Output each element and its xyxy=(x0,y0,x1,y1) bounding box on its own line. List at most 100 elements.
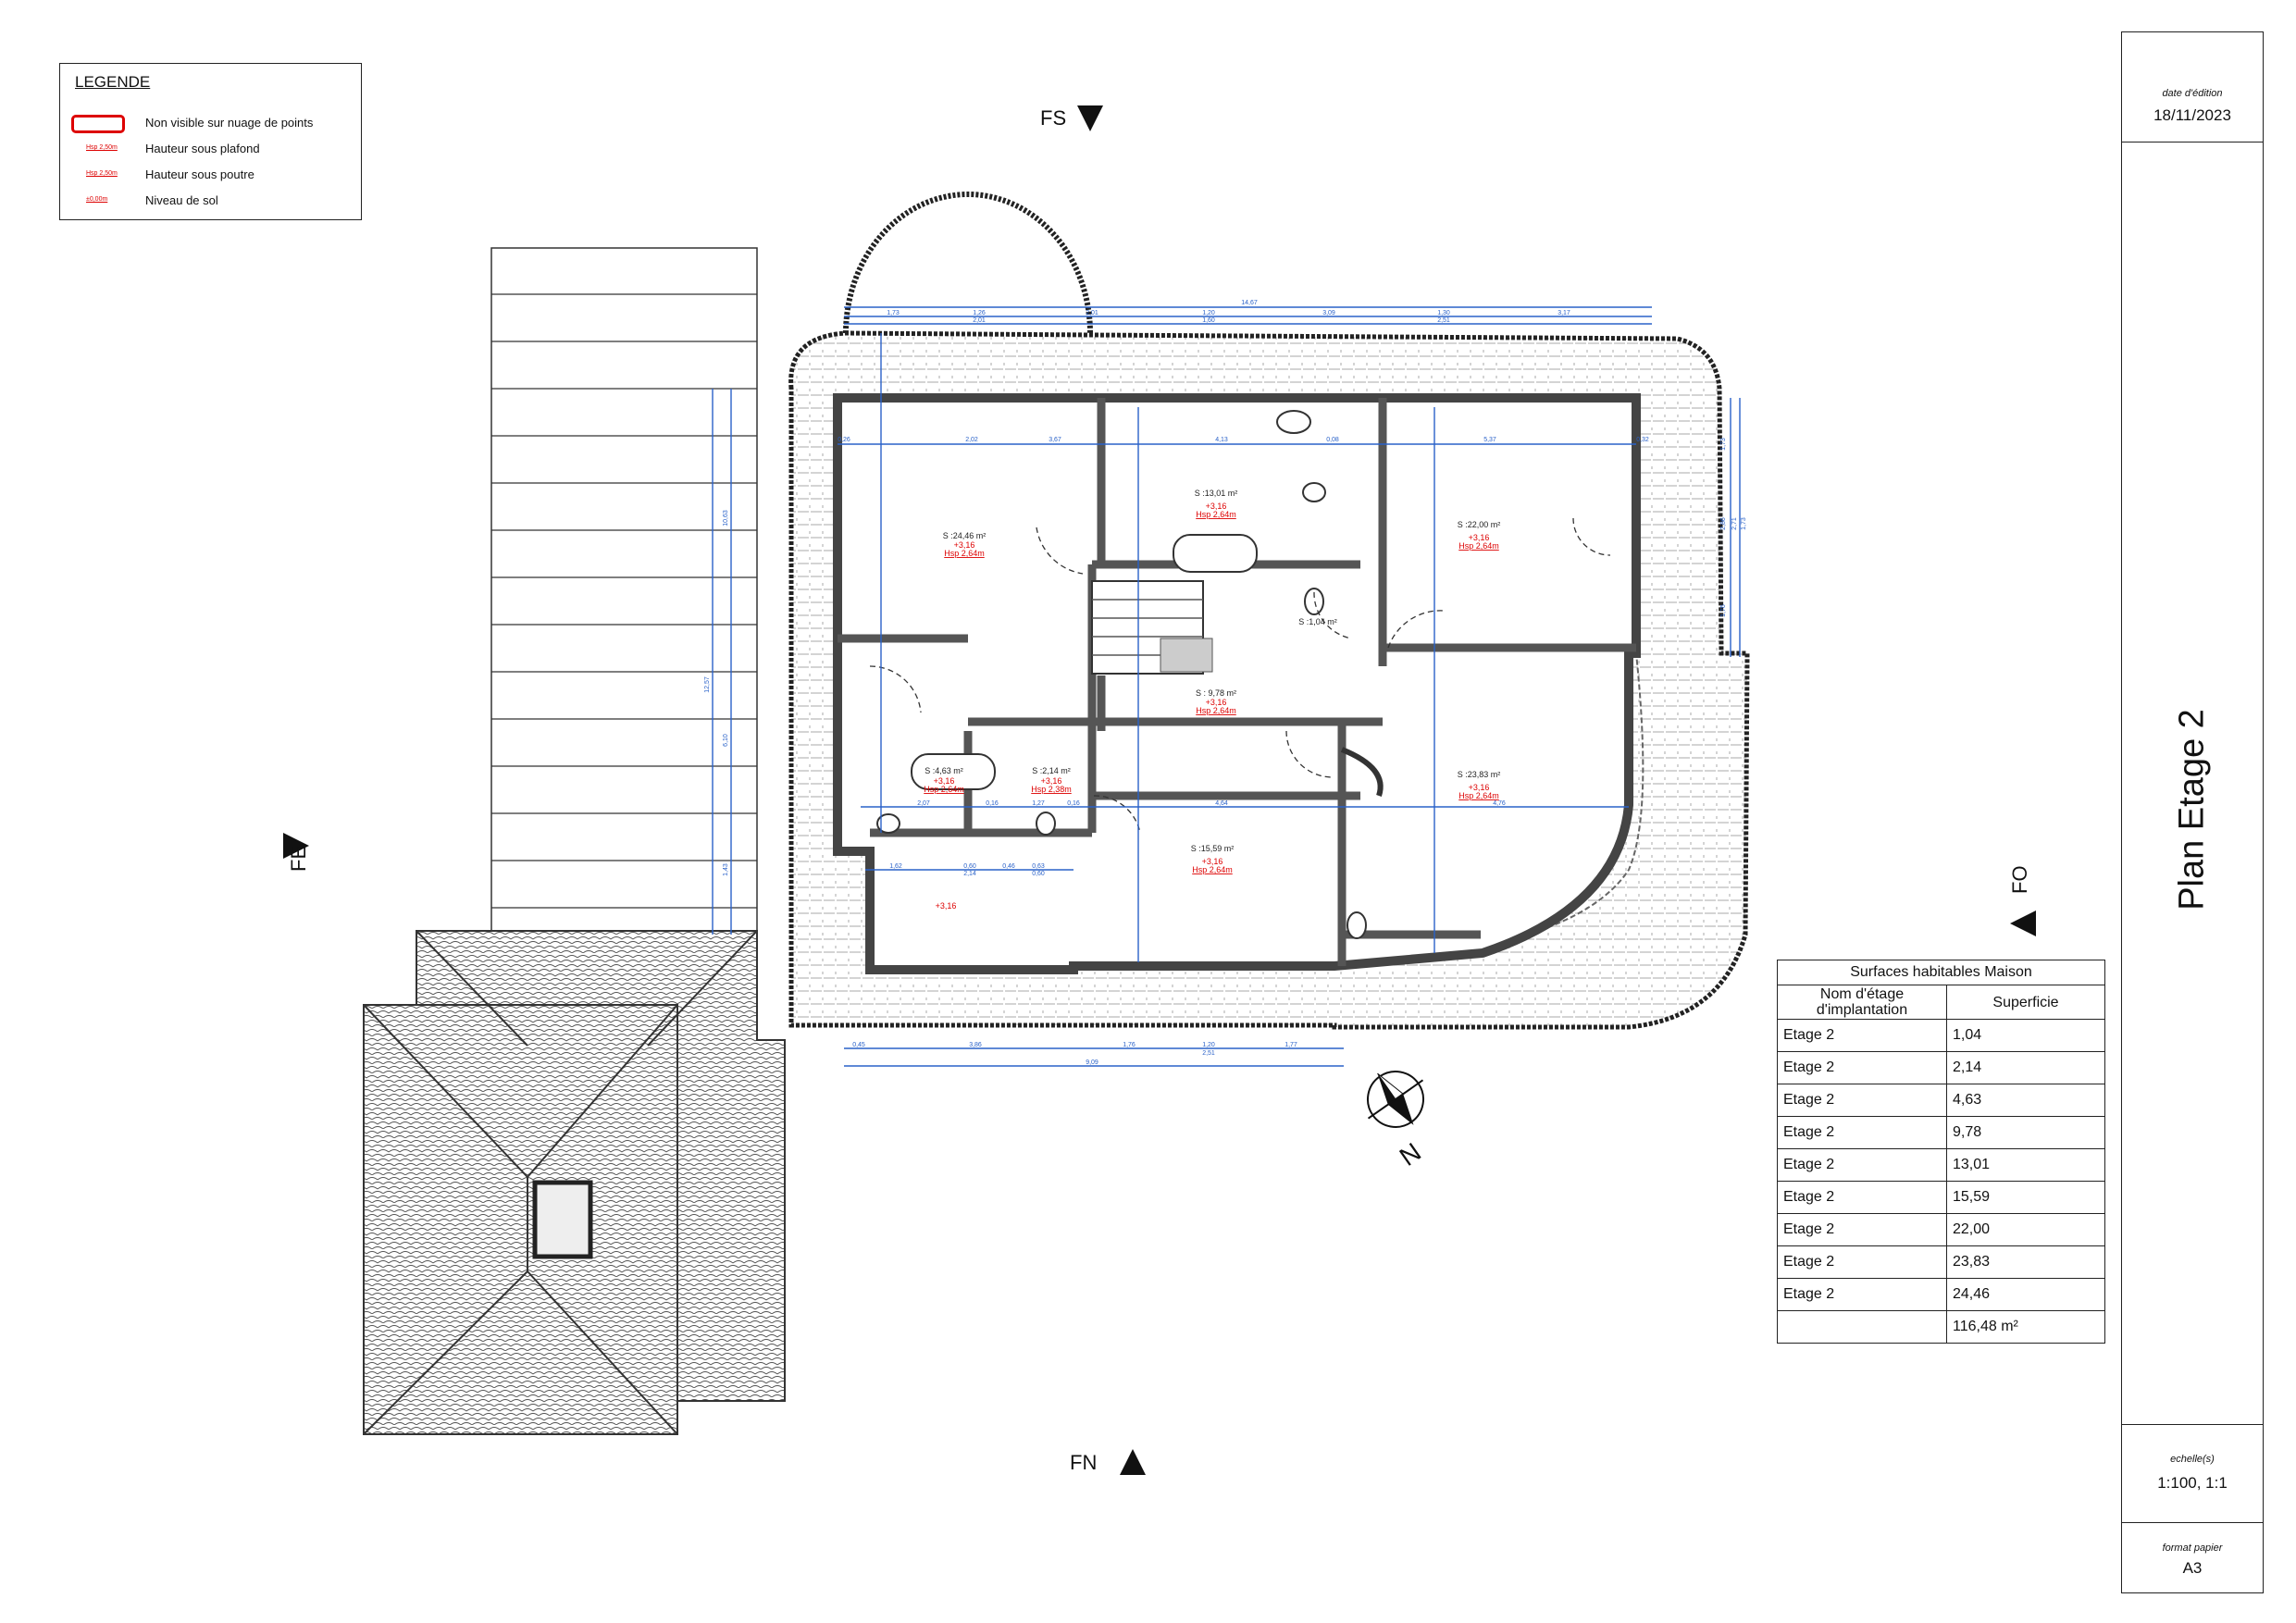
table-total-row: 116,48 m² xyxy=(1777,1310,2105,1344)
cloud-swatch-icon xyxy=(71,115,125,133)
surfaces-table: Surfaces habitables Maison Nom d'étage d… xyxy=(1777,960,2105,1344)
dim-inner: 5,37 xyxy=(1483,437,1496,443)
room-label: S :24,46 m² +3,16 Hsp 2,64m xyxy=(943,531,987,558)
room-label: S :4,63 m² +3,16 Hsp 2,64m xyxy=(924,766,964,794)
room-labels: S :24,46 m² +3,16 Hsp 2,64m S :13,01 m² … xyxy=(924,489,1500,911)
svg-text:Hsp 2,64m: Hsp 2,64m xyxy=(1196,510,1236,519)
svg-text:Hsp 2,64m: Hsp 2,64m xyxy=(944,549,985,558)
dim-inner: 0,08 xyxy=(1326,437,1339,443)
facade-fo-arrow xyxy=(2010,911,2036,936)
svg-text:+3,16: +3,16 xyxy=(1041,776,1062,786)
dim-top: 1,26 xyxy=(973,310,986,316)
svg-text:+3,16: +3,16 xyxy=(1469,533,1490,542)
dim-inner: 3,67 xyxy=(1049,437,1061,443)
total-area: 116,48 m² xyxy=(1946,1310,2105,1344)
svg-text:S :22,00 m²: S :22,00 m² xyxy=(1458,520,1501,529)
dim-top: 2,01 xyxy=(1086,310,1098,316)
dim-mid: 0,16 xyxy=(986,800,999,807)
svg-text:Hsp 2,64m: Hsp 2,64m xyxy=(924,785,964,794)
dim-bottom: 3,86 xyxy=(969,1042,982,1048)
dim-mid: 4,76 xyxy=(1493,800,1506,807)
dim-mid: 1,27 xyxy=(1032,800,1045,807)
adjacent-roof-strip xyxy=(490,247,758,941)
column-header: Superficie xyxy=(1946,985,2105,1020)
facade-fs-arrow xyxy=(1077,105,1103,131)
dim-top: 1,30 xyxy=(1437,310,1450,316)
svg-text:+3,16: +3,16 xyxy=(1202,857,1223,866)
svg-text:+3,16: +3,16 xyxy=(936,901,957,911)
facade-fo-label: FO xyxy=(2008,865,2031,894)
svg-text:S :2,14 m²: S :2,14 m² xyxy=(1032,766,1071,775)
svg-text:S :23,83 m²: S :23,83 m² xyxy=(1458,770,1501,779)
dim-right: 1,76 xyxy=(1720,604,1727,617)
legend-title: LEGENDE xyxy=(75,73,151,91)
dim-right: 2,86 xyxy=(1720,517,1727,530)
scale-value: 1:100, 1:1 xyxy=(2157,1474,2228,1492)
dim-right: 2,71 xyxy=(1731,517,1738,530)
facade-fe-arrow xyxy=(283,833,309,859)
dim-left: 10,63 xyxy=(723,510,729,527)
facade-markers xyxy=(283,105,2036,1475)
dim-top: 3,17 xyxy=(1558,310,1570,316)
dim-bottom: 1,20 xyxy=(1202,1042,1215,1048)
legend-item: ±0,00m Niveau de sol xyxy=(86,193,218,207)
dim-inner: 0,32 xyxy=(1636,437,1649,443)
format-label: format papier xyxy=(2162,1542,2223,1554)
title-block: date d'édition 18/11/2023 Plan Etage 2 e… xyxy=(2121,31,2264,1593)
svg-text:Hsp 2,64m: Hsp 2,64m xyxy=(1196,706,1236,715)
dim-bottom-total: 9,09 xyxy=(1086,1059,1098,1066)
svg-text:+3,16: +3,16 xyxy=(954,540,975,550)
dim-small: 1,62 xyxy=(889,863,902,870)
dim-top: 1,20 xyxy=(1202,310,1215,316)
svg-text:Hsp 2,64m: Hsp 2,64m xyxy=(1192,865,1233,874)
edition-date: 18/11/2023 xyxy=(2153,106,2231,124)
dim-top-sub: 2,01 xyxy=(973,317,986,324)
dim-top: 3,09 xyxy=(1322,310,1335,316)
dim-small: 0,46 xyxy=(1002,863,1015,870)
dim-mid: 4,64 xyxy=(1215,800,1228,807)
legend-item: Hsp 2,50m Hauteur sous poutre xyxy=(86,167,254,181)
facade-fn-arrow xyxy=(1120,1449,1146,1475)
dim-small: 0,63 xyxy=(1032,863,1045,870)
svg-text:Hsp 2,64m: Hsp 2,64m xyxy=(1458,541,1499,551)
svg-text:S : 9,78 m²: S : 9,78 m² xyxy=(1196,688,1236,698)
dim-bottom: 0,45 xyxy=(852,1042,865,1048)
room-label: S :2,14 m² +3,16 Hsp 2,38m xyxy=(1031,766,1072,794)
dim-inner: 2,02 xyxy=(965,437,978,443)
room-label: S : 9,78 m² +3,16 Hsp 2,64m xyxy=(1196,688,1236,715)
table-caption: Surfaces habitables Maison xyxy=(1777,960,2105,985)
dim-right: 1,73 xyxy=(1720,438,1727,451)
adjacent-hip-roof xyxy=(363,930,786,1435)
dim-small: 0,60 xyxy=(963,863,976,870)
svg-text:+3,16: +3,16 xyxy=(1469,783,1490,792)
room-label: +3,16 xyxy=(936,901,957,911)
svg-text:+3,16: +3,16 xyxy=(1206,698,1227,707)
room-label: S :22,00 m² +3,16 Hsp 2,64m xyxy=(1458,520,1501,551)
scale-label: echelle(s) xyxy=(2170,1454,2215,1465)
dim-top-sub: 1,60 xyxy=(1202,317,1215,324)
dim-bottom-sub: 2,51 xyxy=(1202,1050,1215,1057)
dimension-lines xyxy=(712,306,1741,1067)
dim-mid: 2,07 xyxy=(917,800,930,807)
room-label: S :1,04 m² xyxy=(1298,617,1337,626)
dimension-labels: 14,67 1,73 1,26 2,01 1,20 3,09 1,30 3,17… xyxy=(704,300,1747,1066)
dim-small: 0,60 xyxy=(1032,871,1045,877)
dim-left: 1,43 xyxy=(723,863,729,876)
svg-text:S :24,46 m²: S :24,46 m² xyxy=(943,531,987,540)
room-label: S :13,01 m² +3,16 Hsp 2,64m xyxy=(1195,489,1238,519)
dim-top-sub: 2,51 xyxy=(1437,317,1450,324)
facade-fs-label: FS xyxy=(1040,106,1067,130)
svg-text:S :4,63 m²: S :4,63 m² xyxy=(925,766,963,775)
svg-text:S :13,01 m²: S :13,01 m² xyxy=(1195,489,1238,498)
legend-item: Hsp 2,50m Hauteur sous plafond xyxy=(86,142,260,155)
